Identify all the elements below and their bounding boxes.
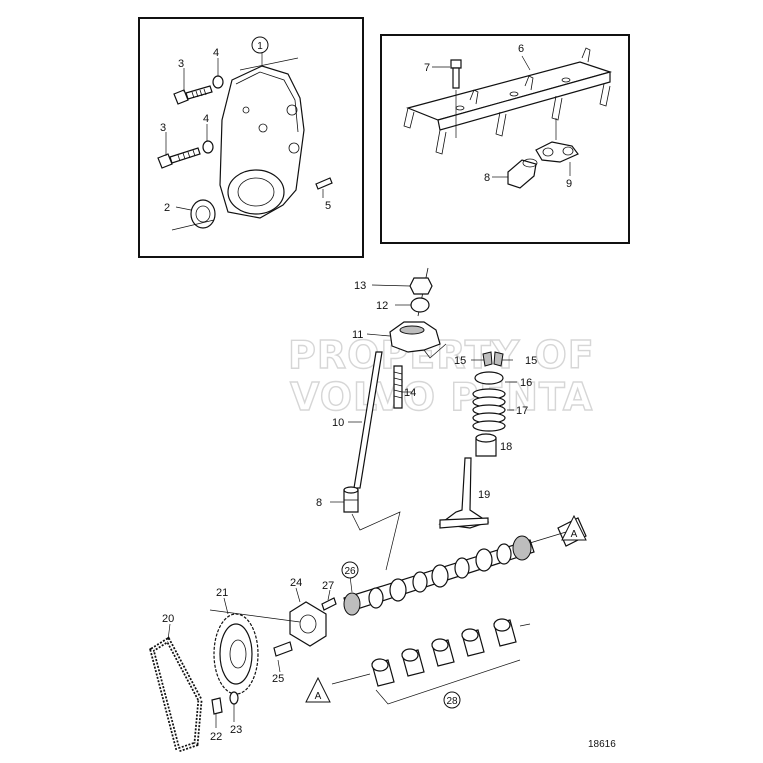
lifter-guide-panel: 7 6 8 9 [380, 34, 630, 244]
bolt-part-3-upper [173, 85, 213, 105]
cam-sprocket-part-21 [213, 613, 259, 695]
reference-marker-A-lower: A [305, 676, 331, 703]
pivot-ball-part-12 [410, 297, 430, 313]
callout-circle-26 [341, 561, 359, 579]
valve-keeper-part-15-left [482, 351, 493, 367]
callout-26: 26 [344, 566, 356, 577]
key-part-27 [321, 597, 337, 611]
panel-frame-left [138, 17, 364, 258]
callout-15-right: 15 [525, 355, 537, 367]
camshaft-part [343, 535, 535, 616]
callout-4-lower: 4 [203, 113, 209, 125]
valve-keeper-part-15-right [493, 351, 504, 367]
callout-24: 24 [290, 577, 302, 589]
bolt-part-25 [273, 641, 293, 657]
spring-retainer-part-16 [474, 371, 504, 385]
watermark-line-1: PROPERTY OF [288, 333, 595, 377]
panel-frame-right [380, 34, 630, 244]
bolt-part-22 [211, 697, 223, 715]
valve-part-19 [438, 457, 490, 529]
rocker-stud-part-14 [393, 365, 403, 409]
callout-13: 13 [354, 280, 366, 292]
reference-label-A-lower: A [315, 691, 322, 702]
valve-seal-part-18 [475, 433, 497, 457]
thrust-plate-part-24 [289, 601, 327, 647]
callout-15-left: 15 [454, 355, 466, 367]
washer-part-4-upper [212, 75, 224, 89]
callout-circle-28 [443, 691, 461, 709]
bolt-part-7 [450, 59, 462, 138]
callout-27: 27 [322, 580, 334, 592]
callout-7: 7 [424, 62, 430, 74]
callout-25: 25 [272, 673, 284, 685]
callout-18: 18 [500, 441, 512, 453]
dowel-part-5 [315, 177, 333, 190]
callout-20: 20 [162, 613, 174, 625]
callout-10: 10 [332, 417, 344, 429]
callout-21: 21 [216, 587, 228, 599]
callout-11: 11 [352, 329, 363, 341]
callout-8-box: 8 [484, 172, 490, 184]
lifter-part-8-large [343, 486, 359, 513]
watermark-line-2: VOLVO PENTA [290, 375, 593, 419]
lifter-part-8-small [507, 158, 538, 189]
callout-19: 19 [478, 489, 490, 501]
bolt-part-3-lower [157, 147, 201, 169]
callout-4-upper: 4 [213, 47, 219, 59]
callout-17: 17 [516, 405, 528, 417]
watermark: PROPERTY OF VOLVO PENTA [287, 332, 595, 419]
callout-6: 6 [518, 43, 524, 55]
washer-part-23 [229, 691, 239, 705]
figure-number: 18616 [588, 739, 616, 750]
rocker-arm-part-11 [389, 321, 441, 353]
callout-5: 5 [325, 200, 331, 212]
timing-cover-part [219, 57, 305, 219]
callout-circle-1 [251, 36, 269, 54]
callout-3-upper: 3 [178, 58, 184, 70]
timing-cover-panel: 1 2 3 3 4 4 5 [138, 17, 364, 258]
valve-spring-part-17 [472, 388, 506, 432]
reference-marker-A-upper: A [561, 514, 587, 541]
camshaft-assembly: 26 28 20 21 22 23 24 25 27 A A [149, 514, 587, 754]
callout-8-lower: 8 [316, 497, 322, 509]
washer-part-4-lower [202, 140, 214, 154]
pushrod-part-10 [353, 351, 383, 489]
callout-9: 9 [566, 178, 572, 190]
retainer-part-9 [535, 118, 579, 163]
callout-23: 23 [230, 724, 242, 736]
callout-14: 14 [404, 387, 416, 399]
callout-1: 1 [257, 41, 263, 52]
callout-28: 28 [446, 696, 458, 707]
valve-train-assembly: 13 12 11 10 14 15 15 16 17 18 19 8 [316, 267, 537, 571]
cam-bearings-part-28 [371, 618, 517, 687]
callout-16: 16 [520, 377, 532, 389]
timing-chain-part-20 [149, 636, 203, 754]
lifter-guide-part-6 [403, 47, 613, 155]
nut-part-13 [409, 277, 433, 295]
seal-part-2 [190, 199, 216, 229]
callout-2: 2 [164, 202, 170, 214]
reference-label-A-upper: A [571, 529, 578, 540]
callout-12: 12 [376, 300, 388, 312]
callout-3-lower: 3 [160, 122, 166, 134]
callout-22: 22 [210, 731, 222, 743]
